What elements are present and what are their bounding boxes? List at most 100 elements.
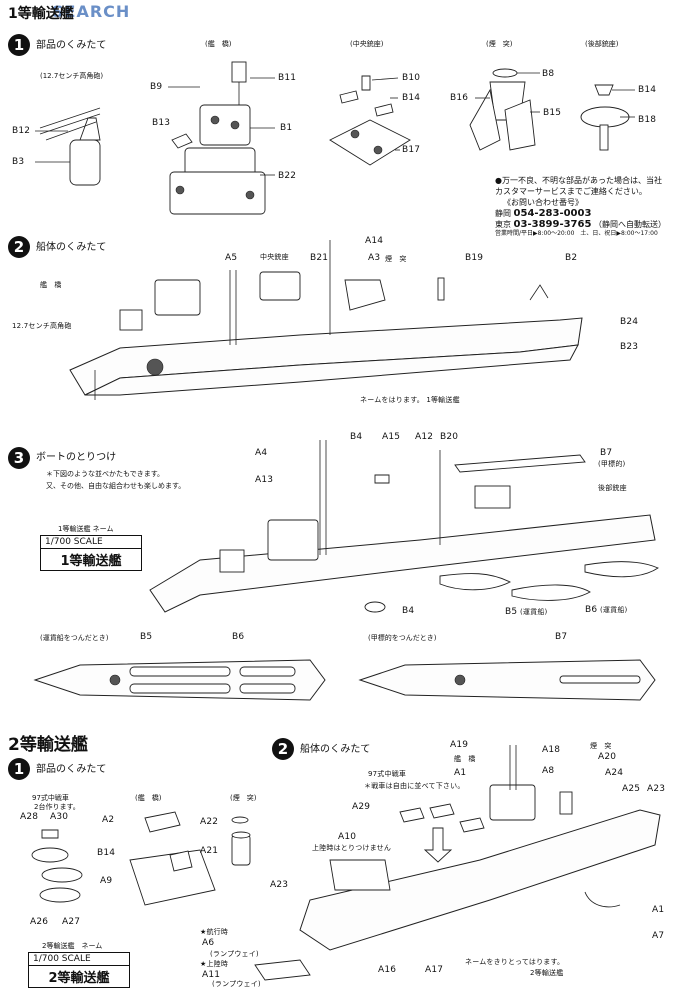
name-note-2: ネームをきりとってはります。 [465,958,565,966]
plan-view-2-drawing [358,659,656,701]
label-bridge: 艦 橋 [40,281,62,289]
step-3-number: 3 [8,447,30,469]
part-b13: B13 [152,118,171,128]
step-2-number: 2 [8,236,30,258]
part-a30: A30 [50,812,69,822]
part-b14-2: B14 [97,848,116,858]
label-landing: ★上陸時 [200,960,229,968]
label-a6-note: (ランプウェイ) [210,950,259,958]
label-a1b: A1 [652,905,665,915]
label-a23a: A23 [647,784,666,794]
label-a16: A16 [378,965,397,975]
label-b19: B19 [465,253,484,263]
part-b3: B3 [12,157,25,167]
label-b2: B2 [565,253,578,263]
page-title-top: 1等輸送艦 [8,6,74,22]
label-tank-note: ＊戦車は自由に並べて下さい。 [364,782,465,790]
step-1-number: 1 [8,34,30,56]
label-a11: A11 [202,970,221,980]
hull-2-drawing [254,745,661,981]
part-b8: B8 [542,69,555,79]
rear-mount-drawing [580,84,635,151]
nameplate-2-name: 2等輸送艦 [48,971,110,986]
contact-inquiry: 《お問い合わせ番号》 [503,198,583,207]
aa-gun-drawing [35,107,101,186]
contact-shizuoka: 静岡 054-283-0003 [495,208,592,219]
label-b6: B6 [585,605,598,615]
label-a19: A19 [450,740,469,750]
nameplate-1: 1/700 SCALE 1等輸送艦 [40,535,142,571]
label-b4a: B4 [350,432,363,442]
label-center-mount: 中央銃座 [260,253,289,261]
label-a14: A14 [365,236,384,246]
center-mount-drawing [329,75,411,166]
group-rear-mount: (後部銃座) [585,40,619,48]
section-2-title: 2等輸送艦 [8,735,88,755]
label-landing-note: 上陸時はとりつけません [312,844,392,852]
label-b7-note: (甲標的) [598,460,626,468]
watermark-text: SEARCH [52,2,131,21]
part-a27: A27 [62,917,81,927]
label-a18: A18 [542,745,561,755]
label-a17: A17 [425,965,444,975]
step-3-note-2: 又、その他、自由な組合わせも楽しめます。 [46,482,186,490]
step-2-title: 船体のくみたて [36,242,107,253]
part-b12: B12 [12,126,31,136]
part-b17: B17 [402,145,421,155]
label-b5: B5 [505,607,518,617]
nameplate-2-scale: 1/700 SCALE [29,953,129,966]
plan-1-b5: B5 [140,632,153,642]
plan-2-caption: (甲標的をつんだとき) [368,634,437,642]
part-b1: B1 [280,123,293,133]
group-funnel-2: (煙 突) [230,794,257,802]
part-b10: B10 [402,73,421,83]
label-a4: A4 [255,448,268,458]
label-b6-note: (運貨船) [600,606,628,614]
part-b9: B9 [150,82,163,92]
label-b5-note: (運貨船) [520,608,548,616]
part-b14a: B14 [402,93,421,103]
label-a8: A8 [542,766,555,776]
label-b21: B21 [310,253,329,263]
group-tank: 97式中戦車 [32,794,69,802]
plan-1-caption: (運貨船をつんだとき) [40,634,109,642]
label-a10: A10 [338,832,357,842]
hull-step3-drawing [149,440,659,613]
part-b11: B11 [278,73,297,83]
group-bridge-2: (艦 橋) [135,794,162,802]
section-2-step-2-number: 2 [272,738,294,760]
label-a29: A29 [352,802,371,812]
nameplate-1-scale: 1/700 SCALE [41,536,141,549]
funnel-drawing [469,68,540,151]
part-a22: A22 [200,817,219,827]
label-tank-2: 97式中戦車 [368,770,407,778]
label-a7: A7 [652,931,665,941]
customer-service-info: ●万一不良、不明な部品があった場合は、当社 カスタマーサービスまでご連絡ください… [495,175,666,238]
label-a24: A24 [605,768,624,778]
label-a13: A13 [255,475,274,485]
hull-step2-drawing [69,240,583,400]
label-b23: B23 [620,342,639,352]
label-aa-gun: 12.7センチ高角砲 [12,322,72,330]
step-3-note-1: ＊下図のような並べかたもできます。 [46,470,165,478]
part-a21: A21 [200,846,219,856]
section-2-step-1-title: 部品のくみたて [36,764,107,775]
name-note-1: ネームをはります。 1等輸送艦 [360,396,460,404]
nameplate-1-caption: 1等輸送艦 ネーム [58,525,114,533]
funnel-2-drawing [231,816,251,866]
label-b4b: B4 [402,606,415,616]
contact-note-1: ●万一不良、不明な部品があった場合は、当社 [495,176,662,185]
label-a11-note: (ランプウェイ) [212,980,261,988]
label-a5: A5 [225,253,238,263]
label-b20: B20 [440,432,459,442]
part-a9: A9 [100,876,113,886]
watermark: SEARCH [4,2,130,21]
step-1-title: 部品のくみたて [36,40,107,51]
tank-drawing [31,829,83,903]
label-cruise: ★航行時 [200,928,229,936]
part-b15: B15 [543,108,562,118]
label-b7: B7 [600,448,613,458]
part-a2: A2 [102,815,115,825]
part-b16: B16 [450,93,469,103]
plan-1-b6: B6 [232,632,245,642]
